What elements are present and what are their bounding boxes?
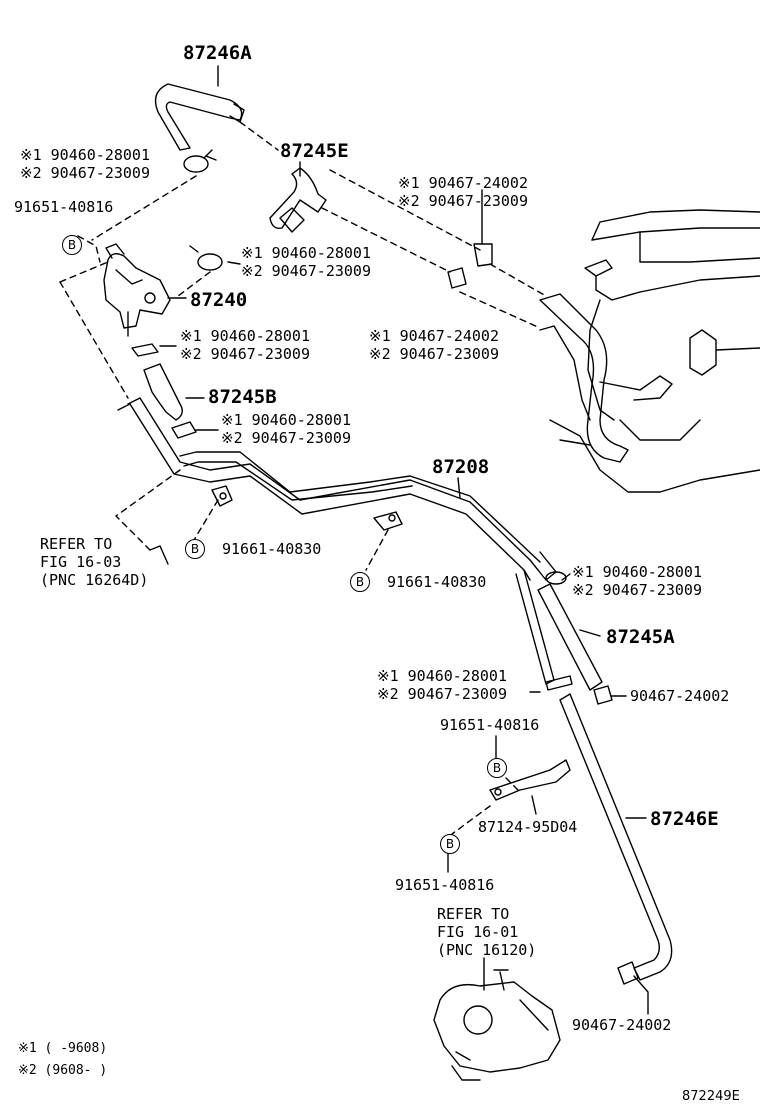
clamp-clip-b xyxy=(189,245,223,271)
clamp-clip-right xyxy=(593,685,613,705)
water-valve-87240 xyxy=(103,243,171,337)
hose-87246A xyxy=(154,83,245,151)
bolt-label-mid1: 91661-40830 xyxy=(222,540,322,558)
clamp-clip-bottom xyxy=(617,961,639,985)
refer-fig-16-01-line2: FIG 16-01 xyxy=(437,923,519,941)
clamp-clip-d xyxy=(171,421,197,439)
pipe-bracket-nut-1 xyxy=(211,485,233,507)
hose-connector-87245E xyxy=(279,207,305,233)
part-label-87245E: 87245E xyxy=(280,140,349,162)
part-label-87240: 87240 xyxy=(190,289,248,311)
clamp-label-e2: ※2 90467-23009 xyxy=(369,345,499,363)
leader-dashed-lines xyxy=(59,121,547,835)
legend-note-2: ※2 (9608- ) xyxy=(18,1063,108,1078)
refer-fig-16-01-line1: REFER TO xyxy=(437,905,510,923)
clamp-clip-c xyxy=(131,343,159,357)
clamp-label-h1: ※1 90460-28001 xyxy=(377,667,507,685)
refer-fig-16-01-line3: (PNC 16120) xyxy=(437,941,537,959)
part-label-87245B: 87245B xyxy=(208,386,277,408)
legend-note-1: ※1 ( -9608) xyxy=(18,1041,108,1056)
engine-heater-hose xyxy=(539,293,673,463)
part-label-87245A: 87245A xyxy=(606,626,675,648)
bolt-label-low-bottom: 91651-40816 xyxy=(395,876,495,894)
clamp-label-d1: ※1 90460-28001 xyxy=(180,327,310,345)
clamp-label-f1: ※1 90460-28001 xyxy=(221,411,351,429)
hose-87245B xyxy=(143,363,183,421)
bolt-label-low-top: 91651-40816 xyxy=(440,716,540,734)
clamp-label-b1: ※1 90467-24002 xyxy=(398,174,528,192)
pipe-bracket-nut-2 xyxy=(373,511,403,531)
hose-87246E xyxy=(559,693,673,981)
clamp-clip-e xyxy=(545,571,567,585)
clamp-label-a2: ※2 90467-23009 xyxy=(20,164,150,182)
part-label-87246A: 87246A xyxy=(183,42,252,64)
leader-solid-lines xyxy=(149,65,649,1015)
refer-fig-16-03-line1: REFER TO xyxy=(40,535,113,553)
water-pump xyxy=(433,969,561,1081)
figure-id: 872249E xyxy=(682,1089,740,1104)
clamp-label-bottom: 90467-24002 xyxy=(572,1016,672,1034)
clamp-label-g1: ※1 90460-28001 xyxy=(572,563,702,581)
bolt-label-top: 91651-40816 xyxy=(14,198,114,216)
clamp-label-e1: ※1 90467-24002 xyxy=(369,327,499,345)
clamp-clip-a xyxy=(183,149,217,173)
clamp-label-h2: ※2 90467-23009 xyxy=(377,685,507,703)
refer-fig-16-03-line2: FIG 16-03 xyxy=(40,553,122,571)
clamp-label-a1: ※1 90460-28001 xyxy=(20,146,150,164)
b-mark-low-top: B xyxy=(487,758,507,778)
refer-fig-16-03-line3: (PNC 16264D) xyxy=(40,571,149,589)
clamp-label-c1: ※1 90460-28001 xyxy=(241,244,371,262)
b-mark-mid1: B xyxy=(185,539,205,559)
clamp-label-f2: ※2 90467-23009 xyxy=(221,429,351,447)
hose-87245A xyxy=(537,583,603,691)
clamp-label-c2: ※2 90467-23009 xyxy=(241,262,371,280)
part-label-87246E: 87246E xyxy=(650,808,719,830)
b-mark-low-bottom: B xyxy=(440,834,460,854)
bolt-label-mid2: 91661-40830 xyxy=(387,573,487,591)
bracket-87124-95D04 xyxy=(489,759,571,801)
engine-block xyxy=(549,209,760,493)
b-mark-mid2: B xyxy=(350,572,370,592)
clamp-label-right: 90467-24002 xyxy=(630,687,730,705)
clamp-label-b2: ※2 90467-23009 xyxy=(398,192,528,210)
hose-87245E xyxy=(269,167,327,229)
b-mark-top: B xyxy=(62,235,82,255)
bracket-label: 87124-95D04 xyxy=(478,818,578,836)
part-label-87208: 87208 xyxy=(432,456,490,478)
clamp-label-d2: ※2 90467-23009 xyxy=(180,345,310,363)
clamp-clip-f xyxy=(545,675,573,691)
clamp-label-g2: ※2 90467-23009 xyxy=(572,581,702,599)
